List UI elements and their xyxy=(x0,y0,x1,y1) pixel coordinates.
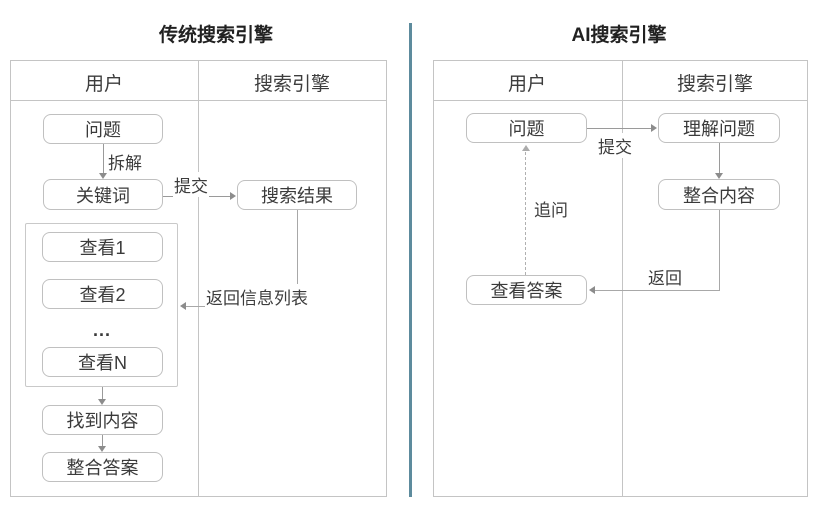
node-find-content: 找到内容 xyxy=(42,405,163,435)
connector-decompose xyxy=(103,144,104,174)
arrowhead-left-icon xyxy=(589,286,595,294)
connector-return-horizontal xyxy=(595,290,720,291)
edge-label-return-list: 返回信息列表 xyxy=(205,284,309,309)
connector-return-list-vertical xyxy=(297,210,298,307)
connector-find-to-merge xyxy=(102,435,103,446)
arrowhead-up-icon xyxy=(522,145,530,151)
arrowhead-down-icon xyxy=(99,173,107,179)
edge-label-follow-up: 追问 xyxy=(533,196,569,221)
right-col-header-engine: 搜索引擎 xyxy=(676,74,754,95)
node-view-2: 查看2 xyxy=(42,279,163,309)
edge-label-ai-submit: 提交 xyxy=(597,133,633,158)
node-ai-question: 问题 xyxy=(466,113,587,143)
right-col-header-user: 用户 xyxy=(507,74,547,95)
node-question: 问题 xyxy=(43,114,163,144)
arrowhead-down-icon xyxy=(715,173,723,179)
connector-ai-submit xyxy=(587,128,652,129)
left-col-header-engine: 搜索引擎 xyxy=(253,74,331,95)
node-view-answer: 查看答案 xyxy=(466,275,587,305)
left-column-divider xyxy=(198,60,199,497)
connector-group-to-find xyxy=(102,387,103,399)
left-panel-title: 传统搜索引擎 xyxy=(158,25,274,46)
edge-label-submit: 提交 xyxy=(173,172,209,197)
node-view-n: 查看N xyxy=(42,347,163,377)
right-column-divider xyxy=(622,60,623,497)
left-col-header-user: 用户 xyxy=(84,74,124,95)
arrowhead-down-icon xyxy=(98,446,106,452)
edge-label-return: 返回 xyxy=(647,264,683,289)
edge-label-decompose: 拆解 xyxy=(107,149,143,174)
node-search-results: 搜索结果 xyxy=(237,180,357,210)
arrowhead-down-icon xyxy=(98,399,106,405)
connector-understand-to-merge xyxy=(719,143,720,173)
node-understand-question: 理解问题 xyxy=(658,113,780,143)
right-panel-title: AI搜索引擎 xyxy=(571,25,667,46)
node-merge-answer: 整合答案 xyxy=(42,452,163,482)
connector-return-vertical xyxy=(719,210,720,291)
arrowhead-right-icon xyxy=(230,192,236,200)
panel-separator-bar xyxy=(409,23,412,497)
arrowhead-right-icon xyxy=(651,124,657,132)
view-ellipsis: ... xyxy=(92,320,112,340)
view-group-frame xyxy=(25,223,178,387)
node-keywords: 关键词 xyxy=(43,179,163,210)
connector-follow-up-dashed xyxy=(525,152,526,275)
node-view-1: 查看1 xyxy=(42,232,163,262)
node-merge-content: 整合内容 xyxy=(658,179,780,210)
arrowhead-left-icon xyxy=(180,302,186,310)
right-header-rule xyxy=(433,100,808,101)
